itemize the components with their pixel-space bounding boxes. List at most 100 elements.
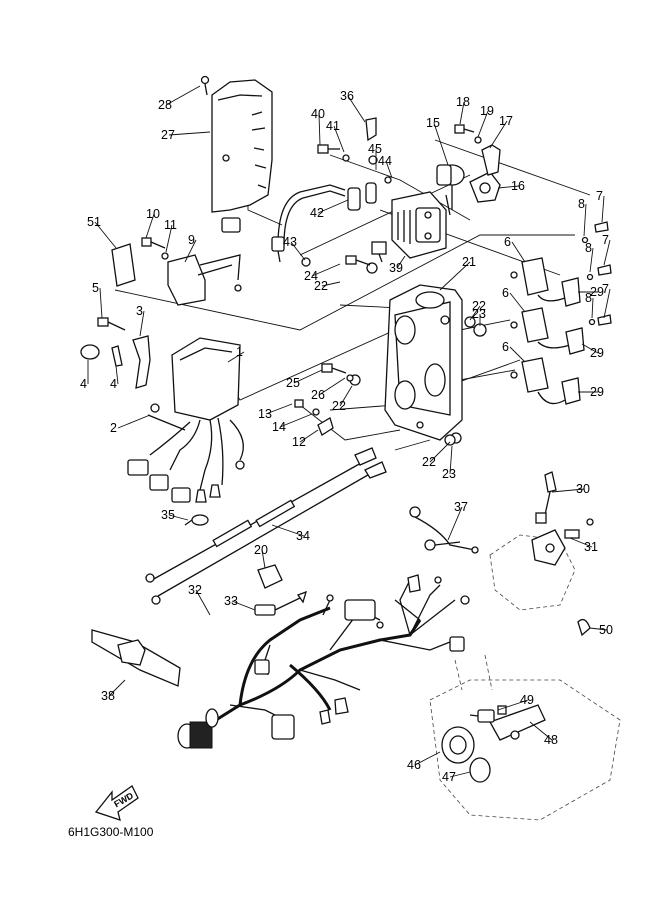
bracket-17 <box>481 144 501 176</box>
callout-13: 13 <box>258 407 272 421</box>
callout-22: 22 <box>314 279 328 293</box>
clamp-4 <box>80 344 123 367</box>
callout-leader <box>589 247 594 273</box>
callout-8: 8 <box>578 197 585 211</box>
callout-49: 49 <box>520 693 534 707</box>
callout-leader <box>227 351 245 363</box>
connector-33 <box>254 590 307 616</box>
wire-harness-32 <box>199 574 470 740</box>
callout-leader <box>591 297 594 319</box>
callout-20: 20 <box>254 543 268 557</box>
callout-17: 17 <box>499 114 513 128</box>
callout-6: 6 <box>502 286 509 300</box>
lead-wire-34 <box>145 447 387 605</box>
holder-16 <box>469 171 501 203</box>
diagram-code: 6H1G300-M100 <box>68 825 154 839</box>
callout-leader <box>318 377 346 396</box>
callout-10: 10 <box>146 207 160 221</box>
plate-31 <box>531 518 594 566</box>
callout-leader <box>94 221 117 249</box>
callout-47: 47 <box>442 770 456 784</box>
housing-ghost <box>429 534 621 821</box>
callout-leader <box>261 549 266 569</box>
band-35 <box>184 514 209 526</box>
callout-5: 5 <box>92 281 99 295</box>
callout-leader <box>447 506 463 541</box>
lead-wire-37 <box>409 506 479 554</box>
rectifier-39 <box>371 191 447 263</box>
sensor-30 <box>535 471 557 524</box>
callout-leader <box>333 125 345 153</box>
callout-36: 36 <box>340 89 354 103</box>
callout-46: 46 <box>407 758 421 772</box>
callout-42: 42 <box>310 206 324 220</box>
callout-22: 22 <box>332 399 346 413</box>
callout-22: 22 <box>472 299 486 313</box>
callout-leader <box>477 110 489 138</box>
bolt-40-41 <box>317 144 350 162</box>
callout-leader <box>139 310 145 337</box>
fwd-arrow-icon: FWD <box>94 785 139 821</box>
callout-23: 23 <box>442 467 456 481</box>
callout-leader <box>321 281 341 287</box>
callout-7: 7 <box>596 189 603 203</box>
callout-6: 6 <box>502 340 509 354</box>
callout-leader <box>497 185 520 189</box>
callout-leader <box>581 343 599 354</box>
callout-leader <box>165 85 201 106</box>
callout-leader <box>583 203 587 237</box>
callout-leader <box>497 699 529 711</box>
callout-leader <box>184 239 197 263</box>
ring-47 <box>469 757 491 783</box>
callout-leader <box>509 292 526 313</box>
callout-37: 37 <box>454 500 468 514</box>
callout-leader <box>318 113 321 146</box>
callout-leader <box>449 445 453 475</box>
callout-14: 14 <box>272 420 286 434</box>
bracket-3 <box>132 335 151 389</box>
cap-29 <box>537 277 585 405</box>
callout-15: 15 <box>426 116 440 130</box>
callout-32: 32 <box>188 583 202 597</box>
callout-leader <box>589 627 608 631</box>
callout-leader <box>433 122 449 166</box>
bolt-28 <box>200 75 210 96</box>
callout-leader <box>299 429 319 443</box>
coil-6 <box>510 257 549 393</box>
callout-41: 41 <box>326 119 340 133</box>
callout-38: 38 <box>101 689 115 703</box>
callout-19: 19 <box>480 104 494 118</box>
callout-leader <box>603 239 611 266</box>
callout-leader <box>290 241 306 261</box>
callout-leader <box>569 537 593 548</box>
callout-leader <box>117 414 151 429</box>
callout-leader <box>439 261 471 291</box>
callout-leader <box>469 305 481 321</box>
callout-leader <box>601 195 605 223</box>
callout-8: 8 <box>585 291 592 305</box>
callout-3: 3 <box>136 304 143 318</box>
callout-25: 25 <box>286 376 300 390</box>
bolt-2 <box>147 403 186 431</box>
clip-36 <box>365 117 377 142</box>
callout-leader <box>347 95 366 123</box>
plate-48 <box>489 704 546 741</box>
callout-leader <box>414 751 441 766</box>
callout-21: 21 <box>462 255 476 269</box>
bracket-21 <box>384 284 463 441</box>
callout-leader <box>279 413 313 428</box>
callout-29: 29 <box>590 385 604 399</box>
callout-7: 7 <box>602 233 609 247</box>
callout-leader <box>396 255 406 269</box>
callout-leader <box>603 288 611 319</box>
nut-45 <box>368 155 392 184</box>
harness-43 <box>271 184 346 267</box>
callout-16: 16 <box>511 179 525 193</box>
callout-44: 44 <box>378 154 392 168</box>
clip-12-13-14 <box>294 399 334 436</box>
callout-27: 27 <box>161 128 175 142</box>
callout-leader <box>339 385 353 407</box>
clip-20 <box>257 564 283 589</box>
callout-leader <box>459 101 465 125</box>
